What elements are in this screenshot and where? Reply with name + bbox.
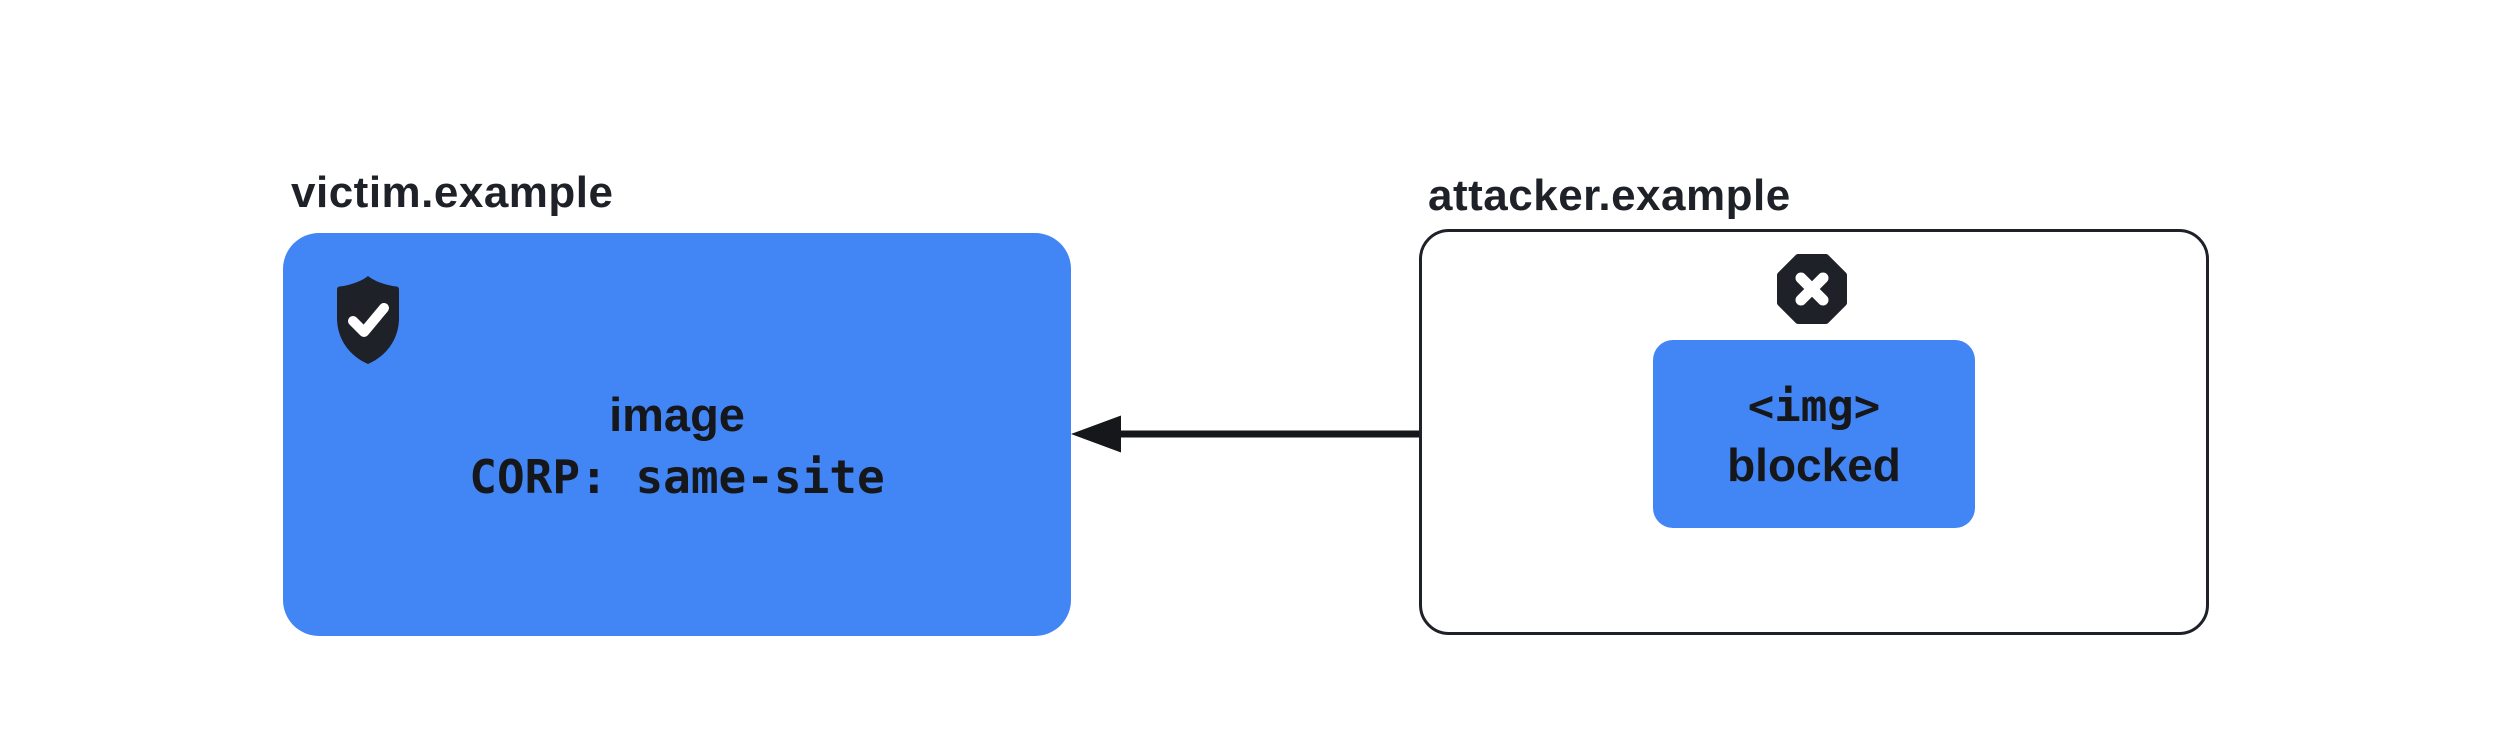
attacker-embed-box: <img> blocked [1653, 340, 1975, 528]
victim-domain-label: victim.example [291, 168, 614, 217]
victim-resource-box: image CORP: same-site [283, 233, 1071, 636]
attacker-embed-status: blocked [1727, 439, 1901, 491]
victim-resource-name: image [609, 387, 745, 441]
attacker-embed-code: <img> [1747, 381, 1881, 432]
victim-corp-header: CORP: same-site [469, 449, 885, 504]
blocked-octagon-icon [1777, 254, 1847, 324]
shield-check-icon [337, 276, 399, 364]
cross-origin-request-arrow [1071, 415, 1654, 453]
attacker-domain-label: attacker.example [1428, 171, 1791, 220]
